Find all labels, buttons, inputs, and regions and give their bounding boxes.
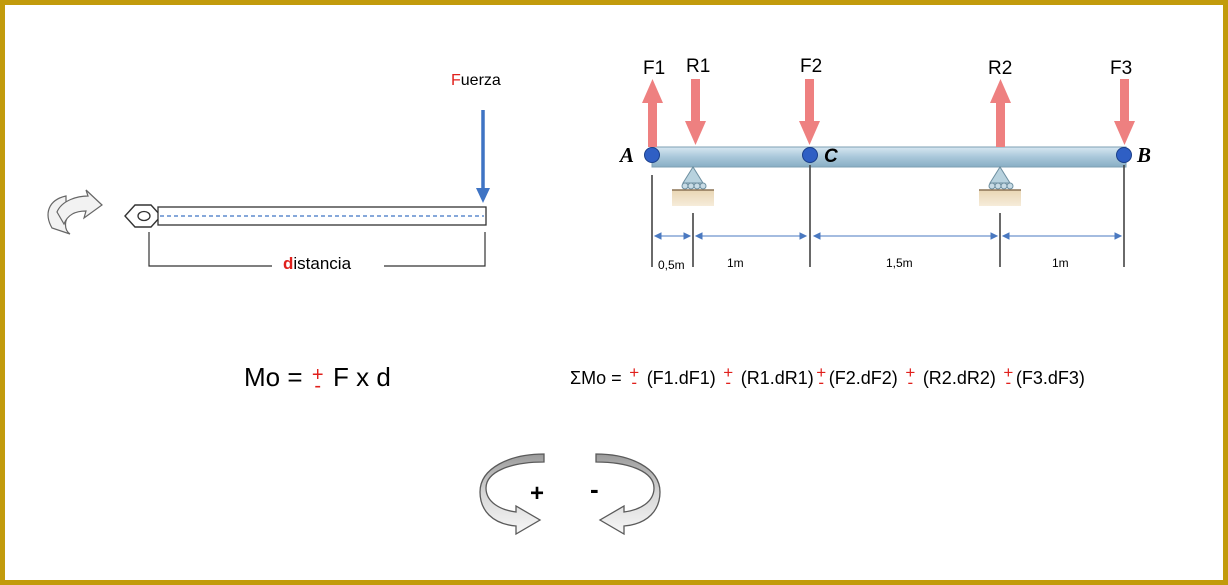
term-r2: (R2.dR2) [922,368,996,388]
beam [651,146,1127,168]
point-b-label: B [1137,143,1152,167]
plus-minus-sign: +- [311,364,324,397]
plus-minus-sign: +- [1003,363,1014,392]
label-r1: R1 [686,56,711,77]
distance-label-4: 1m [1052,256,1069,270]
force-label: Fuerza [451,72,501,89]
sum-moment-formula: ΣMo = +- (F1.dF1) +- (R1.dR1)+-(F2.dF2) … [570,363,1085,392]
rotation-arrow-icon [47,189,103,235]
support-r2 [979,166,1021,206]
point-a-label: A [620,143,635,167]
force-arrow-f1 [642,79,663,147]
force-arrow-r2 [990,79,1011,147]
lever-bar [157,206,487,226]
distance-label: distancia [283,254,352,273]
plus-minus-sign: +- [816,363,827,392]
distance-label-2: 1m [727,256,744,270]
negative-sign: - [590,474,599,504]
ccw-rotation-icon [479,453,545,536]
positive-sign: + [530,480,545,507]
label-f1: F1 [643,58,666,79]
plus-minus-sign: +- [723,363,734,392]
term-f3: (F3.dF3) [1015,368,1085,388]
cw-rotation-icon [595,453,661,536]
distance-label-3: 1,5m [886,256,913,270]
hex-nut-icon [124,204,162,228]
dimension-arrow-3 [812,232,999,240]
support-r1 [672,166,714,206]
force-arrow [476,110,490,203]
label-f3: F3 [1110,58,1133,79]
term-r1: (R1.dR1) [740,368,814,388]
moment-formula: Mo = +- F x d [244,362,391,397]
distance-label-1: 0,5m [658,258,685,272]
point-c-label: C [824,146,838,167]
torque-diagram [47,110,490,267]
dimension-arrow-2 [694,232,808,240]
distance-bracket [148,232,486,267]
label-r2: R2 [988,58,1013,79]
term-f2: (F2.dF2) [828,368,898,388]
dimension-arrow-4 [1001,232,1123,240]
term-f1: (F1.dF1) [646,368,716,388]
force-arrow-f3 [1114,79,1135,145]
force-arrow-r1 [685,79,706,145]
node-c [802,147,818,163]
node-b [1116,147,1132,163]
force-arrow-f2 [799,79,820,145]
dimension-arrow-1 [653,232,692,240]
plus-minus-sign: +- [905,363,916,392]
plus-minus-sign: +- [629,363,640,392]
sign-convention [479,453,661,536]
node-a [644,147,660,163]
beam-diagram [590,35,1180,295]
label-f2: F2 [800,56,823,77]
